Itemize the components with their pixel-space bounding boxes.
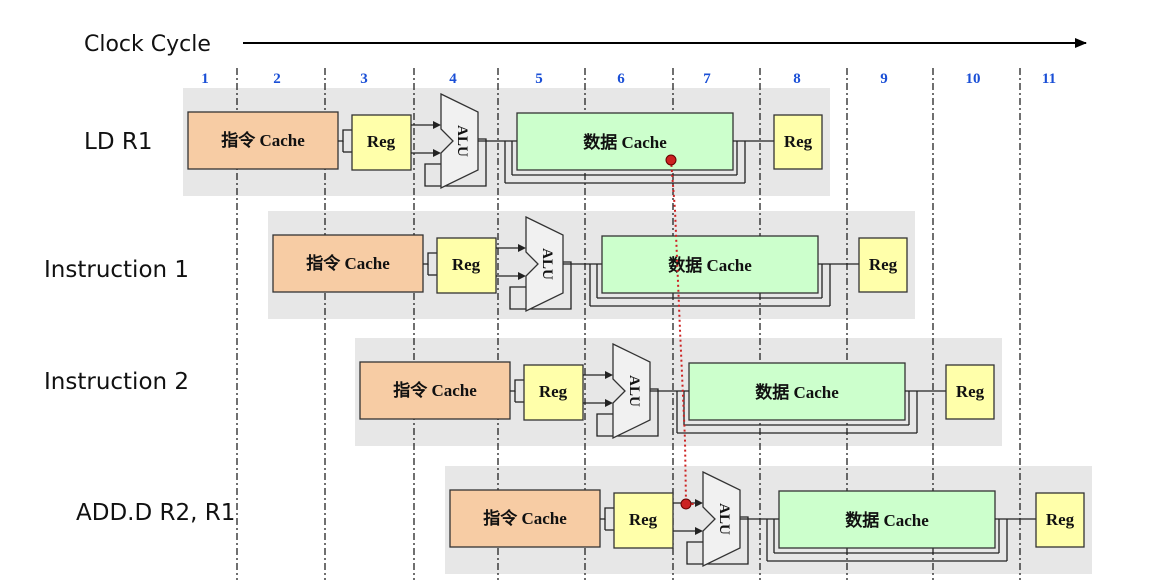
instruction-cache-label: 指令 Cache: [306, 253, 390, 273]
cycle-number-2: 2: [273, 71, 281, 87]
arrow-head: [695, 527, 703, 535]
register-write-label: Reg: [784, 132, 813, 151]
pipeline-row: 指令 Cache Reg ALU 数据 Cache Reg: [359, 342, 995, 440]
alu-label: ALU: [716, 503, 732, 535]
data-cache-label: 数据 Cache: [583, 132, 667, 152]
instruction-cache-block: [449, 489, 601, 548]
alu-label: ALU: [626, 375, 642, 407]
cycle-number-4: 4: [449, 71, 457, 87]
pipeline-row: 指令 Cache Reg ALU 数据 Cache Reg: [272, 215, 908, 313]
register-write-label: Reg: [956, 382, 985, 401]
alu-unit: [612, 342, 651, 440]
arrow-head: [433, 121, 441, 129]
instruction-cache-label: 指令 Cache: [483, 508, 567, 528]
bypass-loop: [686, 516, 749, 565]
row-label: Instruction 1: [44, 257, 189, 283]
cycle-number-8: 8: [793, 71, 801, 87]
cycle-number-9: 9: [880, 71, 888, 87]
instruction-cache-block: [359, 361, 511, 420]
cycle-number-5: 5: [535, 71, 543, 87]
register-read-block: [523, 364, 584, 421]
connector: [510, 379, 524, 392]
forwarding-source-dot: [665, 154, 677, 166]
alu-label: ALU: [454, 125, 470, 157]
forwarding-path: [665, 154, 696, 510]
alu-unit: [440, 92, 479, 190]
cycle-number-11: 11: [1042, 71, 1056, 87]
arrow-head: [518, 244, 526, 252]
register-read-block: [613, 492, 674, 549]
bypass-loop: [509, 261, 572, 310]
connector: [600, 507, 614, 520]
arrow-head: [695, 499, 703, 507]
cycle-number-3: 3: [360, 71, 368, 87]
register-read-label: Reg: [452, 255, 481, 274]
alu-unit: [702, 470, 741, 568]
data-cache-label: 数据 Cache: [668, 255, 752, 275]
register-write-label: Reg: [1046, 510, 1075, 529]
clock-cycle-title: Clock Cycle: [84, 32, 211, 57]
register-write-block: [1035, 492, 1085, 548]
register-write-block: [773, 114, 823, 170]
instruction-cache-label: 指令 Cache: [393, 380, 477, 400]
register-write-label: Reg: [869, 255, 898, 274]
cycle-number-6: 6: [617, 71, 625, 87]
instruction-cache-label: 指令 Cache: [221, 130, 305, 150]
alu-unit: [525, 215, 564, 313]
alu-label: ALU: [539, 248, 555, 280]
connector: [423, 252, 437, 265]
pipeline-row: 指令 Cache Reg ALU 数据 Cache Reg: [187, 92, 823, 190]
instruction-cache-block: [187, 111, 339, 170]
row-label: ADD.D R2, R1: [76, 500, 235, 526]
register-read-label: Reg: [539, 382, 568, 401]
register-read-block: [436, 237, 497, 294]
register-read-label: Reg: [367, 132, 396, 151]
connector: [338, 129, 352, 142]
arrow-head: [433, 149, 441, 157]
data-cache-label: 数据 Cache: [755, 382, 839, 402]
register-write-block: [858, 237, 908, 293]
forwarding-target-dot: [680, 498, 692, 510]
data-cache-block: [601, 235, 819, 294]
row-label: LD R1: [84, 129, 152, 155]
data-cache-block: [778, 490, 996, 549]
arrow-head: [605, 371, 613, 379]
bypass-loop: [596, 388, 659, 437]
cycle-number-labels: 1 2 3 4 5 6 7 8 9 10 11: [201, 71, 1056, 87]
arrow-head: [518, 272, 526, 280]
cycle-number-7: 7: [703, 71, 711, 87]
register-read-block: [351, 114, 412, 171]
data-cache-block: [516, 112, 734, 171]
instruction-cache-block: [272, 234, 424, 293]
arrow-head: [605, 399, 613, 407]
row-label: Instruction 2: [44, 369, 189, 395]
cycle-number-10: 10: [966, 71, 981, 87]
bypass-loop: [424, 138, 487, 187]
cycle-number-1: 1: [201, 71, 209, 87]
register-read-label: Reg: [629, 510, 658, 529]
pipeline-row: 指令 Cache Reg ALU 数据 Cache Reg: [449, 470, 1085, 568]
data-cache-label: 数据 Cache: [845, 510, 929, 530]
register-write-block: [945, 364, 995, 420]
